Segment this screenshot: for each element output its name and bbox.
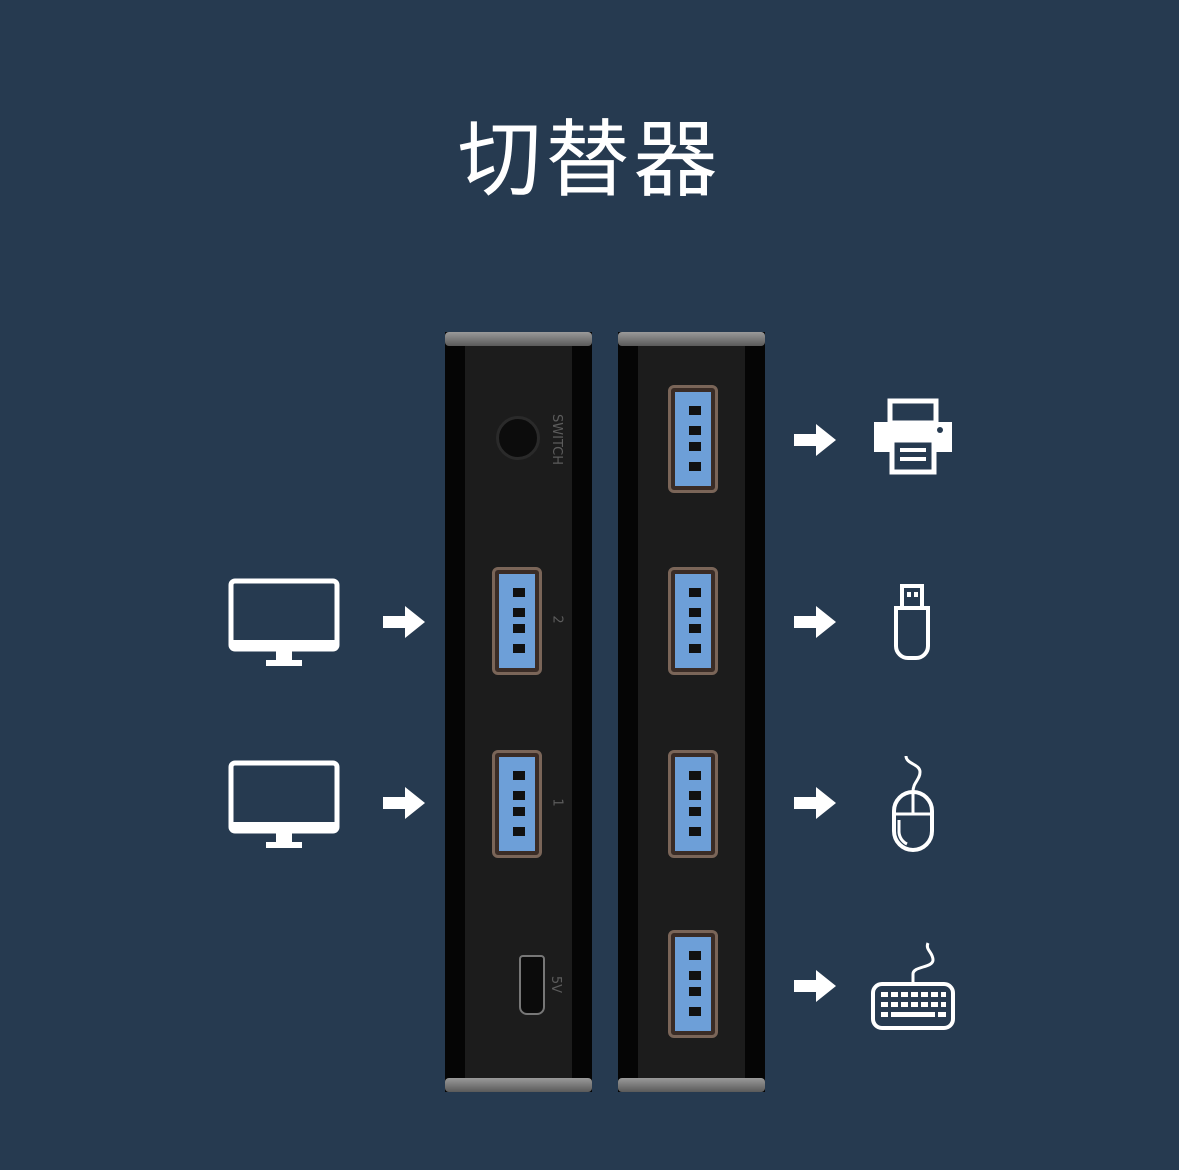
arrow-right-icon: [383, 606, 425, 638]
usb-port-2: [492, 567, 542, 675]
usb-pin: [689, 588, 701, 597]
monitor-icon: [228, 760, 340, 848]
usb-pin: [513, 608, 525, 617]
usb-pin: [513, 791, 525, 800]
switch-device-input-side: SWITCH 2 1 5V: [445, 332, 592, 1092]
usb-port-1: [492, 750, 542, 858]
keyboard-icon: [871, 942, 955, 1030]
usb-pin: [689, 1007, 701, 1016]
arrow-right-icon: [383, 787, 425, 819]
usb-port-out-2: [668, 567, 718, 675]
usb-pin: [513, 771, 525, 780]
usb-pin: [513, 827, 525, 836]
usb-pin: [689, 807, 701, 816]
usb-port-out-1: [668, 385, 718, 493]
port-1-label: 1: [549, 798, 565, 807]
usb-pin: [689, 608, 701, 617]
usb-pin: [513, 588, 525, 597]
usb-pin: [689, 827, 701, 836]
arrow-right-icon: [794, 424, 836, 456]
arrow-right-icon: [794, 787, 836, 819]
usb-pin: [689, 442, 701, 451]
usb-pin: [689, 951, 701, 960]
usb-port-out-4: [668, 930, 718, 1038]
usb-port-out-3: [668, 750, 718, 858]
usb-pin: [689, 971, 701, 980]
switch-label: SWITCH: [548, 414, 564, 465]
switch-button[interactable]: [496, 416, 540, 460]
printer-icon: [874, 398, 952, 475]
usb-pin: [689, 771, 701, 780]
usb-pin: [689, 791, 701, 800]
micro-usb-port: [519, 955, 545, 1015]
arrow-right-icon: [794, 970, 836, 1002]
usb-pin: [689, 624, 701, 633]
usb-pin: [689, 987, 701, 996]
monitor-icon: [228, 578, 340, 666]
port-2-label: 2: [549, 615, 565, 624]
usb-pin: [689, 426, 701, 435]
usb-pin: [513, 644, 525, 653]
usb-pin: [513, 624, 525, 633]
usb-drive-icon: [894, 584, 930, 660]
power-label: 5V: [548, 975, 564, 994]
switch-device-output-side: [618, 332, 765, 1092]
usb-pin: [689, 462, 701, 471]
usb-pin: [513, 807, 525, 816]
arrow-right-icon: [794, 606, 836, 638]
usb-pin: [689, 644, 701, 653]
mouse-icon: [892, 755, 934, 852]
page-title: 切替器: [457, 111, 722, 209]
usb-pin: [689, 406, 701, 415]
